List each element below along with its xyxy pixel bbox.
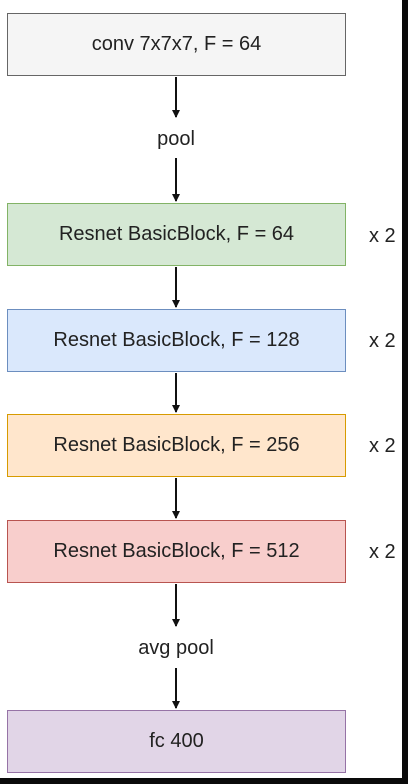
basicblock-128-label: Resnet BasicBlock, F = 128 [53, 329, 300, 351]
basicblock-64-label: Resnet BasicBlock, F = 64 [58, 223, 295, 245]
basicblock-256-node: Resnet BasicBlock, F = 256 [7, 414, 346, 477]
basicblock-256-repeat: x 2 [369, 435, 396, 457]
conv-node-label: conv 7x7x7, F = 64 [91, 33, 262, 55]
basicblock-512-node: Resnet BasicBlock, F = 512 [7, 520, 346, 583]
flow-arrows [172, 77, 180, 709]
fc-node-label: fc 400 [149, 730, 204, 752]
basicblock-64-node: Resnet BasicBlock, F = 64 [7, 203, 346, 266]
frame-edge-bottom [0, 778, 408, 784]
fc-node: fc 400 [7, 710, 346, 773]
basicblock-256-label: Resnet BasicBlock, F = 256 [53, 434, 300, 456]
diagram-canvas: conv 7x7x7, F = 64 pool Resnet BasicBloc… [0, 0, 402, 778]
frame-edge-right [402, 0, 408, 784]
basicblock-512-repeat: x 2 [369, 541, 396, 563]
pool-edge-label: pool [157, 128, 195, 150]
basicblock-128-repeat: x 2 [369, 330, 396, 352]
avg-pool-edge-label: avg pool [138, 637, 214, 659]
basicblock-128-node: Resnet BasicBlock, F = 128 [7, 309, 346, 372]
conv-node: conv 7x7x7, F = 64 [7, 13, 346, 76]
basicblock-512-label: Resnet BasicBlock, F = 512 [53, 540, 300, 562]
basicblock-64-repeat: x 2 [369, 225, 396, 247]
